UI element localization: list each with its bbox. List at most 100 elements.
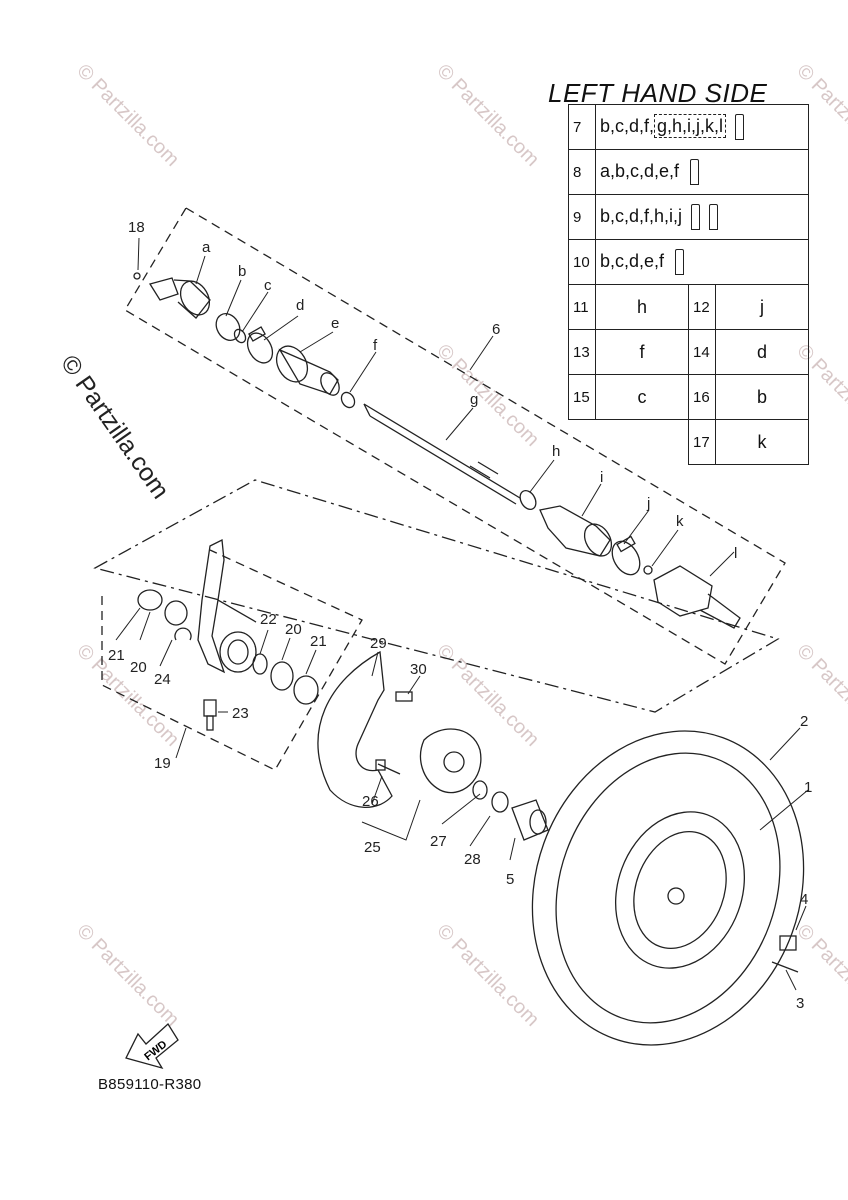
callout-f: f bbox=[373, 337, 378, 354]
wheel-hub bbox=[419, 728, 482, 794]
legend-num: 12 bbox=[688, 284, 716, 330]
shaft-g bbox=[363, 403, 521, 505]
callout-23: 23 bbox=[232, 705, 249, 722]
grease-tube-icon bbox=[691, 204, 701, 230]
section-heading: LEFT HAND SIDE bbox=[548, 78, 768, 108]
callout-c: c bbox=[264, 277, 272, 294]
legend-value: d bbox=[715, 329, 809, 375]
seal-21-right bbox=[293, 675, 319, 705]
legend-row: 17 k bbox=[569, 419, 809, 465]
cv-joint-outer bbox=[148, 277, 211, 319]
fwd-label: FWD bbox=[142, 1038, 169, 1063]
circlip-24 bbox=[174, 627, 192, 641]
legend-row: 15 c 16 b bbox=[568, 374, 809, 420]
bearing-20-left bbox=[164, 600, 188, 626]
shaft-assembly-boundary bbox=[124, 207, 786, 665]
grease-tube-icon bbox=[675, 249, 685, 275]
knuckle-group-boundary bbox=[93, 479, 780, 713]
circlip-18 bbox=[133, 272, 141, 280]
legend-value: k bbox=[715, 419, 809, 465]
callout-d: d bbox=[296, 297, 304, 314]
boot-i bbox=[539, 505, 613, 557]
bearing-20-right bbox=[270, 661, 294, 691]
knuckle-parts-boundary bbox=[101, 549, 363, 771]
clamp-f bbox=[340, 391, 356, 409]
legend-num: 14 bbox=[688, 329, 716, 375]
ring-b bbox=[215, 313, 241, 341]
callout-24: 24 bbox=[154, 671, 171, 688]
seal-21-left bbox=[137, 589, 163, 611]
legend-value: h bbox=[595, 284, 689, 330]
callout-21-left: 21 bbox=[108, 647, 125, 664]
clamp-h bbox=[519, 490, 537, 510]
boot-e bbox=[275, 345, 340, 396]
callout-22: 22 bbox=[260, 611, 277, 628]
callout-27: 27 bbox=[430, 833, 447, 850]
callout-30: 30 bbox=[410, 661, 427, 678]
clip-k bbox=[643, 565, 653, 575]
grease-tube-icon bbox=[709, 204, 719, 230]
legend-row: 11 h 12 j bbox=[568, 284, 809, 330]
callout-26: 26 bbox=[362, 793, 379, 810]
callout-g: g bbox=[470, 391, 478, 408]
legend-value: a,b,c,d,e,f bbox=[595, 149, 809, 195]
callout-a: a bbox=[202, 239, 211, 256]
callout-4: 4 bbox=[800, 891, 808, 908]
clamp-d bbox=[246, 326, 274, 364]
bolt-26 bbox=[375, 759, 401, 775]
legend-value: b bbox=[715, 374, 809, 420]
callout-25: 25 bbox=[364, 839, 381, 856]
tire-2 bbox=[531, 730, 805, 1046]
cap-5 bbox=[511, 799, 549, 841]
legend-num: 7 bbox=[568, 104, 596, 150]
callout-19: 19 bbox=[154, 755, 171, 772]
callout-k: k bbox=[676, 513, 684, 530]
legend-row: 7 b,c,d,f,g,h,i,j,k,l bbox=[568, 104, 809, 150]
legend-table: 7 b,c,d,f,g,h,i,j,k,l 8 a,b,c,d,e,f 9 b,… bbox=[568, 104, 809, 465]
callout-l: l bbox=[734, 545, 737, 562]
callout-6: 6 bbox=[492, 321, 500, 338]
nut-28 bbox=[491, 791, 509, 813]
callout-2: 2 bbox=[800, 713, 808, 730]
stud-3 bbox=[771, 961, 799, 973]
rim-1 bbox=[614, 811, 746, 969]
legend-num: 11 bbox=[568, 284, 596, 330]
legend-num: 9 bbox=[568, 194, 596, 240]
legend-value: b,c,d,e,f bbox=[595, 239, 809, 285]
callout-h: h bbox=[552, 443, 560, 460]
fwd-arrow-icon bbox=[125, 1022, 179, 1070]
callout-20-left: 20 bbox=[130, 659, 147, 676]
diagram-code: B859110-R380 bbox=[98, 1076, 202, 1093]
callout-e: e bbox=[331, 315, 339, 332]
callout-i: i bbox=[600, 469, 603, 486]
callout-3: 3 bbox=[796, 995, 804, 1012]
nut-4 bbox=[779, 935, 797, 951]
callout-j: j bbox=[646, 495, 650, 512]
callout-20-right: 20 bbox=[285, 621, 302, 638]
legend-row: 10 b,c,d,e,f bbox=[568, 239, 809, 285]
callout-1: 1 bbox=[804, 779, 812, 796]
legend-row: 9 b,c,d,f,h,i,j bbox=[568, 194, 809, 240]
washer-27 bbox=[472, 780, 488, 800]
legend-value: j bbox=[715, 284, 809, 330]
callout-28: 28 bbox=[464, 851, 481, 868]
ball-joint-23 bbox=[203, 699, 217, 731]
grease-tube-icon bbox=[735, 114, 745, 140]
callout-29: 29 bbox=[370, 635, 387, 652]
spacer-22 bbox=[252, 653, 268, 675]
cv-joint-inner-l bbox=[653, 565, 741, 629]
callout-21-right: 21 bbox=[310, 633, 327, 650]
brake-disc-29 bbox=[317, 650, 393, 808]
legend-row: 8 a,b,c,d,e,f bbox=[568, 149, 809, 195]
legend-value: b,c,d,f,g,h,i,j,k,l bbox=[595, 104, 809, 150]
dashed-group: g,h,i,j,k,l bbox=[654, 113, 727, 138]
legend-num: 15 bbox=[568, 374, 596, 420]
clamp-j bbox=[611, 535, 641, 576]
callout-5: 5 bbox=[506, 871, 514, 888]
legend-value: b,c,d,f,h,i,j bbox=[595, 194, 809, 240]
legend-num: 10 bbox=[568, 239, 596, 285]
steering-knuckle bbox=[197, 538, 257, 674]
clip-c bbox=[233, 328, 247, 344]
grease-tube-icon bbox=[690, 159, 700, 185]
